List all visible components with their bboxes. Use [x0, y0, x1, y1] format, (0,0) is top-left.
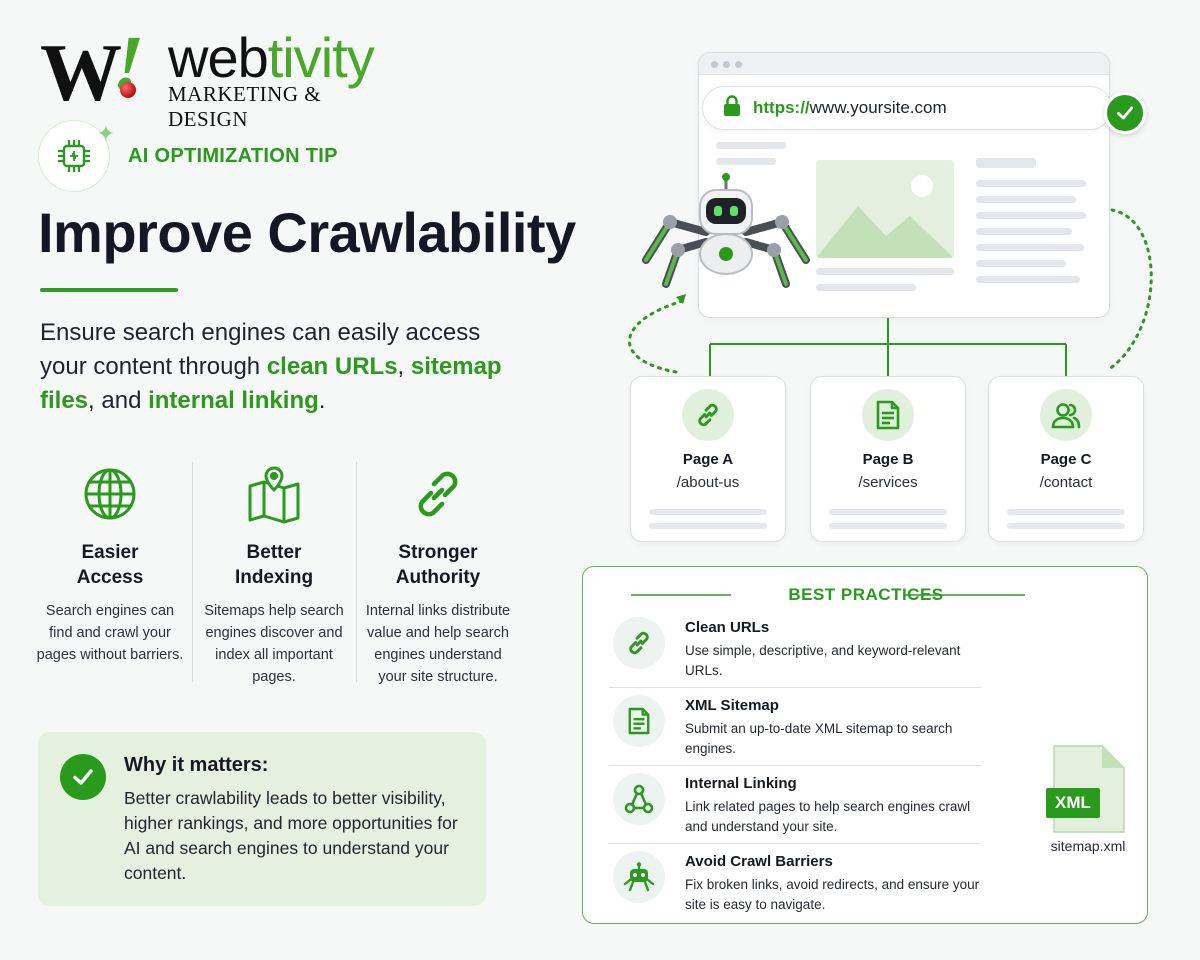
placeholder-line — [976, 196, 1076, 203]
practice-internal-linking: Internal Linking Link related pages to h… — [609, 769, 981, 847]
why-it-matters-box: Why it matters: Better crawlability lead… — [38, 732, 486, 906]
placeholder-line — [816, 268, 954, 275]
link-icon — [356, 462, 520, 526]
page-card-title: Page A — [682, 451, 734, 468]
feature-desc: Internal links distribute value and help… — [365, 603, 511, 685]
users-icon — [1040, 389, 1092, 441]
placeholder-line — [829, 523, 947, 529]
page-card-path: /about-us — [676, 474, 740, 491]
page-card-c[interactable]: Page C /contact — [988, 376, 1144, 542]
checkmark-icon — [60, 754, 106, 800]
lock-icon — [723, 94, 741, 122]
practice-xml-sitemap: XML Sitemap Submit an up-to-date XML sit… — [609, 691, 981, 769]
feature-desc: Sitemaps help search engines discover an… — [204, 603, 344, 685]
logo-subtitle: MARKETING & DESIGN — [168, 82, 322, 131]
page-title: Improve Crawlability — [38, 201, 576, 264]
window-dot — [711, 61, 718, 68]
practice-title: Internal Linking — [685, 775, 797, 792]
intro-paragraph: Ensure search engines can easily access … — [40, 319, 502, 414]
network-icon — [613, 773, 665, 825]
placeholder-line — [1007, 509, 1125, 515]
placeholder-line — [976, 276, 1080, 283]
logo-red-dot — [120, 82, 136, 98]
ai-tip-badge: ✦ AI OPTIMIZATION TIP — [38, 120, 338, 192]
map-pin-icon — [192, 462, 356, 526]
sitemap-filename: sitemap.xml — [1050, 838, 1126, 854]
divider — [631, 594, 731, 596]
tip-label: AI OPTIMIZATION TIP — [128, 144, 338, 167]
secure-check-icon — [1104, 92, 1146, 134]
divider — [609, 687, 981, 688]
placeholder-line — [976, 180, 1086, 187]
url-text: https://www.yoursite.com — [753, 98, 947, 117]
page-card-title: Page B — [862, 451, 914, 468]
crawler-robot-icon — [636, 170, 816, 300]
document-icon — [862, 389, 914, 441]
practice-clean-urls: Clean URLs Use simple, descriptive, and … — [609, 613, 981, 691]
practice-desc: Link related pages to help search engine… — [685, 799, 971, 834]
document-icon — [613, 695, 665, 747]
globe-icon — [28, 462, 192, 526]
placeholder-line — [816, 284, 916, 291]
webtivity-logo[interactable]: W ! webtivity MARKETING & DESIGN — [40, 19, 400, 131]
logo-wordmark: webtivity — [168, 26, 375, 89]
practice-title: Avoid Crawl Barriers — [685, 853, 833, 870]
best-practices-heading: BEST PRACTICES — [788, 585, 944, 604]
highlight-internal-linking: internal linking — [148, 387, 319, 414]
logo-w-mark: W — [40, 27, 122, 118]
page-card-b[interactable]: Page B /services — [810, 376, 966, 542]
placeholder-line — [649, 523, 767, 529]
placeholder-line — [976, 158, 1036, 168]
practice-avoid-crawl-barriers: Avoid Crawl Barriers Fix broken links, a… — [609, 847, 981, 925]
divider — [609, 765, 981, 766]
page-card-path: /contact — [1039, 474, 1093, 491]
title-underline — [40, 288, 178, 292]
address-bar[interactable]: https://www.yoursite.com — [702, 86, 1112, 130]
practice-title: Clean URLs — [685, 619, 770, 636]
link-icon — [682, 389, 734, 441]
page-card-path: /services — [858, 474, 918, 491]
divider — [905, 594, 1025, 596]
xml-tag: XML — [1046, 788, 1100, 818]
practice-desc: Fix broken links, avoid redirects, and e… — [685, 877, 980, 912]
placeholder-line — [1007, 523, 1125, 529]
page-card-title: Page C — [1040, 451, 1092, 468]
divider — [609, 843, 981, 844]
placeholder-line — [976, 212, 1086, 219]
placeholder-line — [716, 142, 786, 149]
placeholder-line — [976, 244, 1084, 251]
practice-title: XML Sitemap — [685, 697, 779, 714]
placeholder-line — [716, 158, 776, 165]
practice-desc: Use simple, descriptive, and keyword-rel… — [685, 643, 961, 678]
image-placeholder-icon — [816, 160, 954, 258]
placeholder-line — [649, 509, 767, 515]
ai-chip-icon: ✦ — [38, 120, 115, 192]
best-practices-panel: BEST PRACTICES Clean URLs Use simple, de… — [582, 566, 1148, 924]
feature-desc: Search engines can find and crawl your p… — [36, 603, 184, 663]
practice-desc: Submit an up-to-date XML sitemap to sear… — [685, 721, 953, 756]
highlight-sitemap-files: sitemap files — [40, 353, 502, 414]
sparkle-icon: ✦ — [96, 121, 115, 146]
placeholder-line — [976, 228, 1072, 235]
why-title: Why it matters: — [124, 754, 269, 776]
page-card-a[interactable]: Page A /about-us — [630, 376, 786, 542]
link-icon — [613, 617, 665, 669]
window-dot — [723, 61, 730, 68]
placeholder-line — [976, 260, 1066, 267]
robot-icon — [613, 851, 665, 903]
window-dot — [735, 61, 742, 68]
highlight-clean-urls: clean URLs — [266, 353, 398, 380]
browser-titlebar — [699, 53, 1109, 75]
why-text: Better crawlability leads to better visi… — [124, 788, 458, 883]
placeholder-line — [829, 509, 947, 515]
